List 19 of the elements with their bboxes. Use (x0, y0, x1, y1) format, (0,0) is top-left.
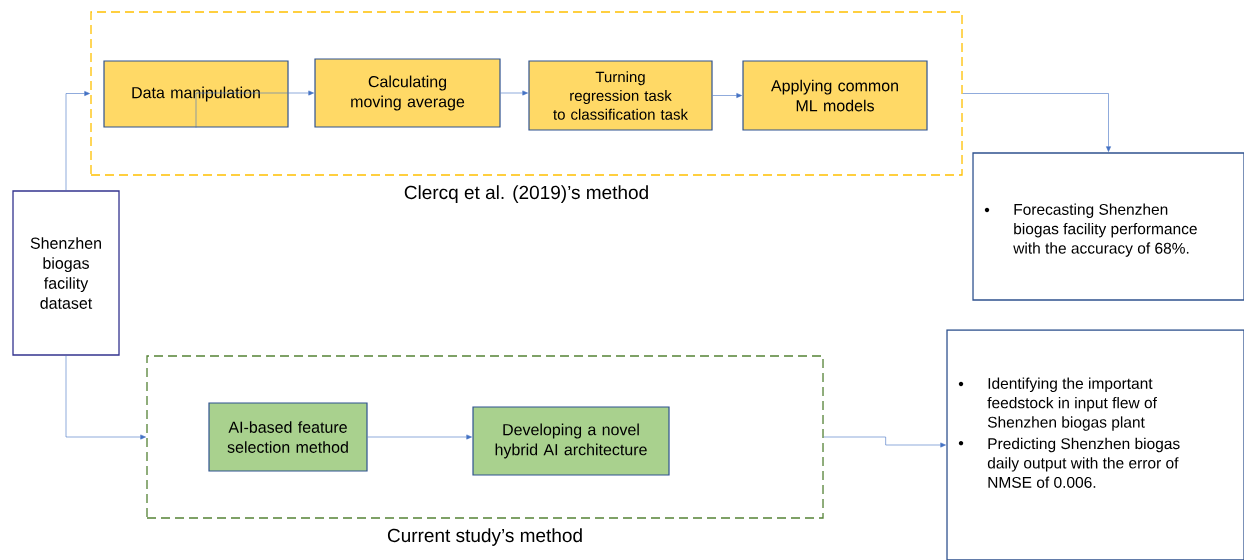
arrow (962, 93, 1111, 152)
arrow (500, 90, 528, 96)
node-label: Clercq et al. (2019)’s method (404, 185, 648, 203)
arrow (367, 434, 472, 440)
process-box: Turning regression task to classification task (528, 60, 713, 131)
arrow (65, 355, 146, 440)
arrow (823, 436, 946, 448)
node-label: Current study’s method (387, 528, 582, 546)
arrow (712, 93, 742, 98)
process-box: AI-based feature selection method (208, 402, 368, 472)
process-box: Calculating moving average (314, 58, 501, 128)
arrow (65, 91, 90, 191)
result-box: Identifying the important feedstock in input flew of Shenzhen biogas plant Predicting Shenzhen biogas daily output with the error of NMSE of 0.006. (946, 329, 1244, 560)
result-box: Forecasting Shenzhen biogas facility performance with the accuracy of 68%. (972, 152, 1244, 301)
arrow (195, 90, 314, 128)
dataset-box: Shenzhen biogas facility dataset (12, 190, 120, 356)
process-box: Developing a novel hybrid AI architecture (472, 406, 670, 476)
process-box: Data manipulation (103, 60, 289, 128)
process-box: Applying common ML models (742, 60, 928, 131)
